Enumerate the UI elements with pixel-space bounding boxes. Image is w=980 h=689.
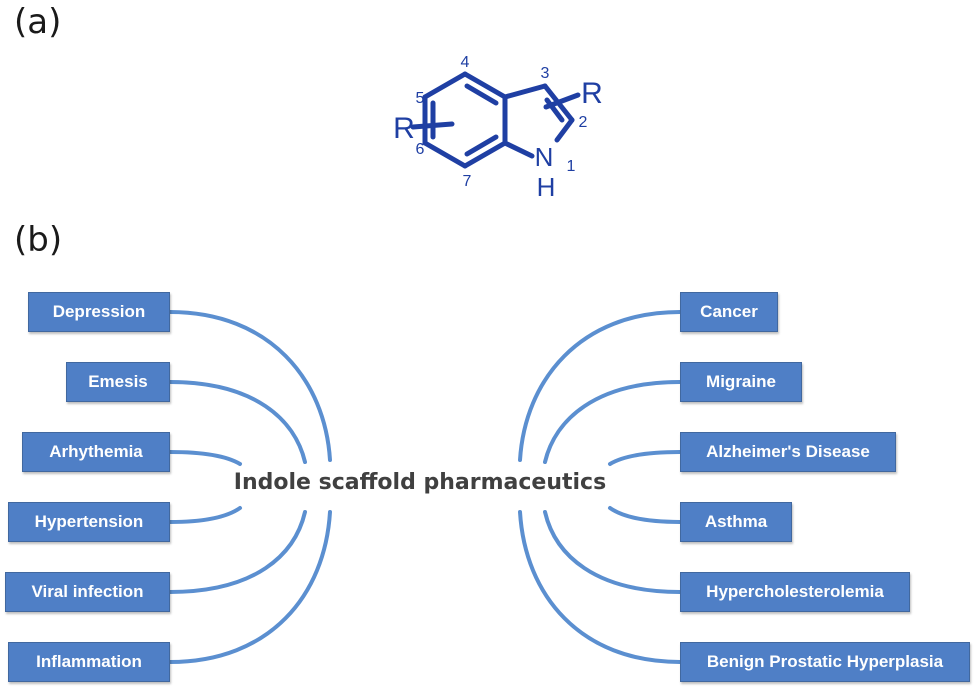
connector-right-1	[518, 310, 682, 462]
position-1: 1	[567, 158, 576, 175]
nitrogen-atom: N	[535, 142, 554, 172]
connector-left-4	[168, 506, 242, 524]
panel-label-b: (b)	[14, 220, 63, 260]
position-2: 2	[579, 114, 588, 131]
box-viral-infection: Viral infection	[5, 572, 170, 612]
box-asthma: Asthma	[680, 502, 792, 542]
connector-right-2	[543, 380, 682, 464]
indole-bonds	[410, 71, 581, 169]
position-3: 3	[541, 65, 550, 82]
position-6: 6	[416, 141, 425, 158]
connector-right-5	[543, 510, 682, 594]
box-depression: Depression	[28, 292, 170, 332]
connector-left-6	[168, 510, 332, 664]
position-7: 7	[463, 173, 472, 190]
box-benign-prostatic-hyperplasia: Benign Prostatic Hyperplasia	[680, 642, 970, 682]
connector-left-3	[168, 450, 242, 466]
box-emesis: Emesis	[66, 362, 170, 402]
box-inflammation: Inflammation	[8, 642, 170, 682]
box-migraine: Migraine	[680, 362, 802, 402]
substituent-r-right: R	[581, 77, 603, 110]
box-arhythemia: Arhythemia	[22, 432, 170, 472]
connector-right-4	[608, 506, 682, 524]
connector-left-5	[168, 510, 307, 594]
panel-label-a: (a)	[14, 2, 62, 42]
position-5: 5	[416, 90, 425, 107]
box-hypercholesterolemia: Hypercholesterolemia	[680, 572, 910, 612]
indole-structure: R R N H 1 2 3 4 5 6 7	[393, 54, 603, 202]
box-hypertension: Hypertension	[8, 502, 170, 542]
connector-left-2	[168, 380, 307, 464]
connector-right-6	[518, 510, 682, 664]
connector-right-3	[608, 450, 682, 466]
box-alzheimers-disease: Alzheimer's Disease	[680, 432, 896, 472]
connector-left-1	[168, 310, 332, 462]
substituent-r-left: R	[393, 112, 415, 145]
hydrogen-atom: H	[537, 172, 556, 202]
center-title: Indole scaffold pharmaceutics	[233, 470, 607, 495]
box-cancer: Cancer	[680, 292, 778, 332]
position-4: 4	[461, 54, 470, 71]
